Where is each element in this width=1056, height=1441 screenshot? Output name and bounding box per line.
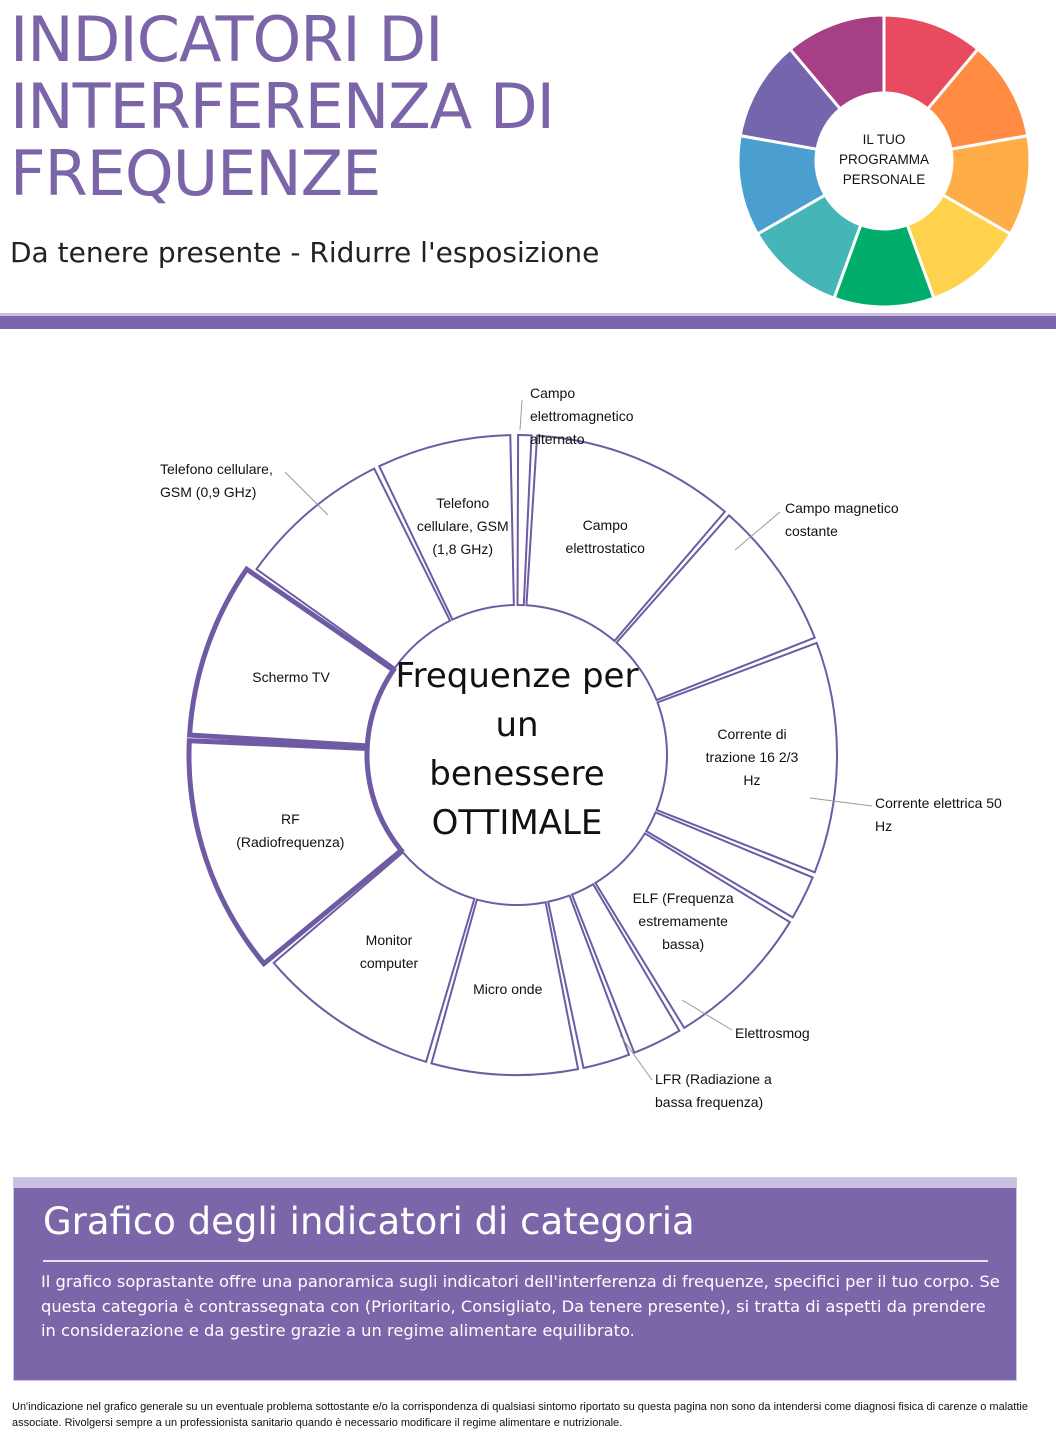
leader-line xyxy=(734,511,781,551)
header-divider-light xyxy=(0,313,1056,316)
segment-label-campo-elettromagnetico-alternato: Campo elettromagnetico alternato xyxy=(530,382,634,451)
info-box-body: Il grafico soprastante offre una panoram… xyxy=(41,1272,1000,1340)
segment-label-lfr-radiazione-a-bassa-frequenza: LFR (Radiazione a bassa frequenza) xyxy=(655,1068,772,1114)
segment-label-line: Micro onde xyxy=(473,981,543,998)
info-box-title: Grafico degli indicatori di categoria xyxy=(43,1200,695,1243)
segment-schermo-tv xyxy=(186,565,397,749)
segment-label-line: LFR (Radiazione a xyxy=(655,1071,772,1087)
segment-label-line: Corrente elettrica 50 xyxy=(875,795,1002,811)
chart-center-line: Frequenze per xyxy=(395,656,639,696)
segment-label-line: Monitor xyxy=(365,932,413,949)
segment-label-line: alternato xyxy=(530,431,585,447)
leader-line xyxy=(809,797,873,807)
header-divider xyxy=(0,316,1056,329)
segment-label-line: Hz xyxy=(743,771,761,788)
program-wheel-line: IL TUO xyxy=(862,132,906,147)
segment-campo-elettrostatico xyxy=(525,434,727,643)
segment-label-line: ELF (Frequenza xyxy=(632,889,734,906)
category-info-box: Grafico degli indicatori di categoria Il… xyxy=(13,1177,1017,1381)
segment-label-micro-onde: Micro onde xyxy=(443,978,573,1001)
segment-label-corrente-elettrica-50-hz: Corrente elettrica 50 Hz xyxy=(875,792,1002,838)
segment-label-line: Elettrosmog xyxy=(735,1025,810,1041)
segment-label-telefono-cellulare-gsm-1-8-ghz: Telefono cellulare, GSM (1,8 GHz) xyxy=(398,492,528,561)
segment-micro-onde xyxy=(430,898,580,1076)
chart-center-label: Frequenze per un benessere OTTIMALE xyxy=(367,652,667,848)
segment-label-line: (Radiofrequenza) xyxy=(236,833,345,850)
segment-telefono-cellulare-gsm-0-9-ghz xyxy=(255,467,452,670)
segment-label-line: costante xyxy=(785,523,838,539)
segment-label-line: estremamente xyxy=(638,912,728,929)
segment-elettrosmog xyxy=(570,882,681,1055)
segment-label-line: cellulare, GSM xyxy=(416,517,509,534)
segment-label-line: Telefono cellulare, xyxy=(160,461,273,477)
segment-label-line: Campo xyxy=(582,517,628,534)
personal-program-wheel: IL TUO PROGRAMMA PERSONALE xyxy=(735,12,1033,310)
program-wheel-line: PROGRAMMA xyxy=(838,152,929,167)
segment-label-line: Hz xyxy=(875,818,893,834)
segment-label-line: GSM (0,9 GHz) xyxy=(160,484,257,500)
chart-center-line: benessere xyxy=(429,754,605,794)
segment-label-line: Schermo TV xyxy=(252,668,330,685)
program-wheel-line: PERSONALE xyxy=(842,172,926,187)
segment-label-schermo-tv: Schermo TV xyxy=(226,666,356,689)
segment-monitor-computer xyxy=(272,851,476,1064)
leader-line xyxy=(619,1034,653,1081)
info-box-divider xyxy=(43,1260,988,1262)
info-box-top-band xyxy=(14,1178,1016,1188)
segment-corrente-elettrica-50-hz xyxy=(644,811,814,919)
segment-rf-radiofrequenza xyxy=(186,738,405,968)
segment-label-rf-radiofrequenza: RF (Radiofrequenza) xyxy=(225,808,355,854)
segment-label-line: Corrente di xyxy=(717,725,787,742)
ring-chart-graphic xyxy=(186,399,873,1081)
segment-label-line: (1,8 GHz) xyxy=(432,540,494,557)
leader-line xyxy=(519,399,523,431)
segment-campo-elettromagnetico-alternato xyxy=(516,433,533,607)
program-wheel-label: IL TUO PROGRAMMA PERSONALE xyxy=(735,130,1033,190)
segment-label-line: Campo magnetico xyxy=(785,500,899,516)
segment-elf-frequenza-estremamente-bassa xyxy=(593,831,792,1030)
segment-label-elettrosmog: Elettrosmog xyxy=(735,1022,810,1045)
segment-lfr-radiazione-a-bassa-frequenza xyxy=(547,894,631,1070)
segment-label-line: RF xyxy=(281,810,300,827)
segment-label-line: computer xyxy=(359,955,419,972)
frequency-indicator-chart: Frequenze per un benessere OTTIMALE Camp… xyxy=(0,340,1056,1140)
segment-label-monitor-computer: Monitor computer xyxy=(324,929,454,975)
program-wheel-graphic xyxy=(736,13,1032,309)
program-wheel-segment xyxy=(788,13,886,112)
segment-label-campo-magnetico-costante: Campo magnetico costante xyxy=(785,497,899,543)
segment-label-telefono-cellulare-gsm-0-9-ghz: Telefono cellulare, GSM (0,9 GHz) xyxy=(160,458,273,504)
page-title: INDICATORI DI INTERFERENZA DI FREQUENZE xyxy=(10,3,555,210)
chart-center-line: OTTIMALE xyxy=(431,803,603,843)
segment-label-campo-elettrostatico: Campo elettrostatico xyxy=(540,514,670,560)
disclaimer-text: Un'indicazione nel grafico generale su u… xyxy=(12,1401,1028,1429)
leader-line xyxy=(681,999,733,1031)
segment-campo-magnetico-costante xyxy=(614,513,817,702)
segment-label-elf-frequenza-estremamente-bassa: ELF (Frequenza estremamente bassa) xyxy=(618,887,748,956)
segment-label-line: trazione 16 2/3 xyxy=(705,748,799,765)
page-subtitle: Da tenere presente - Ridurre l'esposizio… xyxy=(10,236,600,269)
segment-corrente-di-trazione-16-2-3-hz xyxy=(655,641,838,874)
segment-label-line: elettrostatico xyxy=(565,540,645,557)
segment-telefono-cellulare-gsm-1-8-ghz xyxy=(377,434,515,621)
segment-label-line: bassa frequenza) xyxy=(655,1094,764,1110)
segment-label-line: Telefono xyxy=(436,494,490,511)
segment-label-line: Campo xyxy=(530,385,576,401)
chart-center-line: un xyxy=(495,705,539,745)
leader-line xyxy=(284,471,329,516)
segment-label-line: elettromagnetico xyxy=(530,408,634,424)
segment-label-line: bassa) xyxy=(662,935,705,952)
